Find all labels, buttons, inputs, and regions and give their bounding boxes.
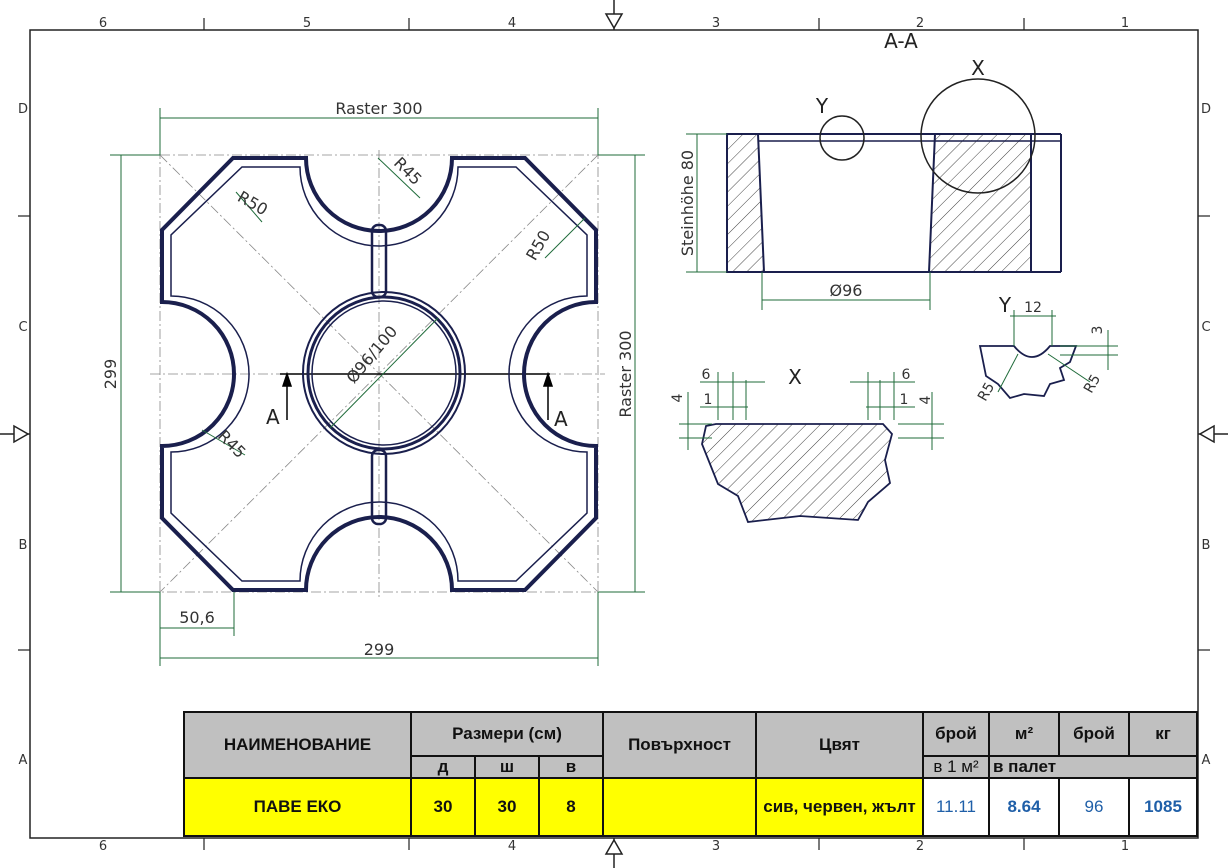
zone-col-1-bottom: 1 bbox=[1121, 839, 1129, 854]
zone-col-1: 1 bbox=[1121, 16, 1129, 31]
dim-width: 299 bbox=[364, 640, 395, 659]
zone-col-6: 6 bbox=[99, 16, 107, 31]
zone-row-d-right: D bbox=[1201, 102, 1211, 117]
center-hole bbox=[302, 291, 466, 455]
dim-hole-dia: Ø96/100 bbox=[342, 322, 401, 387]
header-kg: кг bbox=[1128, 711, 1198, 757]
plan-view: A A Raster 300 299 Raster 300 299 50,6 R… bbox=[101, 99, 645, 666]
row-kg: 1085 bbox=[1128, 777, 1198, 837]
header-sizes: Размери (см) bbox=[410, 711, 604, 757]
section-title: A-A bbox=[884, 29, 918, 53]
zone-row-c-right: C bbox=[1201, 320, 1210, 335]
zone-row-a: A bbox=[19, 753, 28, 768]
cut-label-left: A bbox=[266, 405, 280, 429]
product-table: НАИМЕНОВАНИЕ Размери (см) Повърхност Цвя… bbox=[183, 711, 1198, 837]
dim-raster-top: Raster 300 bbox=[335, 99, 422, 118]
section-y-label: Y bbox=[815, 94, 829, 118]
header-name: НАИМЕНОВАНИЕ bbox=[183, 711, 412, 779]
detail-y-label: Y bbox=[998, 293, 1012, 317]
row-name: ПАВЕ ЕКО bbox=[183, 777, 412, 837]
zone-col-2: 2 bbox=[916, 16, 924, 31]
row-surface bbox=[602, 777, 757, 837]
section-a-a: A-A Y X Steinhöhe 80 Ø96 bbox=[678, 29, 1062, 310]
header-per-m2: в 1 м² bbox=[922, 755, 990, 779]
detail-x-d4-left: 4 bbox=[670, 393, 686, 402]
header-pallet-count: брой bbox=[1058, 711, 1130, 757]
row-sh: 30 bbox=[474, 777, 540, 837]
detail-x-d6-right: 6 bbox=[902, 367, 911, 383]
cut-label-right: A bbox=[554, 407, 568, 431]
zone-ticks bbox=[18, 18, 1210, 850]
zone-col-5: 5 bbox=[303, 16, 311, 31]
zone-row-c: C bbox=[18, 320, 27, 335]
detail-y-d12: 12 bbox=[1024, 300, 1042, 316]
dim-r45-left: R45 bbox=[214, 426, 250, 462]
zone-col-2-bottom: 2 bbox=[916, 839, 924, 854]
dim-height: 299 bbox=[101, 359, 120, 390]
header-surface: Повърхност bbox=[602, 711, 757, 779]
header-color: Цвят bbox=[755, 711, 924, 779]
detail-x-label: X bbox=[788, 365, 802, 389]
detail-y-r5-left: R5 bbox=[975, 380, 998, 404]
row-count: 96 bbox=[1058, 777, 1130, 837]
cut-arrow-right bbox=[542, 371, 554, 420]
header-m2: м² bbox=[988, 711, 1060, 757]
zone-labels: 6 5 4 3 2 1 6 4 3 2 1 D C B A D C B A bbox=[18, 16, 1211, 854]
header-size-sh: ш bbox=[474, 755, 540, 779]
section-diameter: Ø96 bbox=[830, 281, 863, 300]
zone-row-a-right: A bbox=[1202, 753, 1211, 768]
dim-r50-right: R50 bbox=[522, 227, 554, 264]
detail-x-d6-left: 6 bbox=[702, 367, 711, 383]
section-x-label: X bbox=[971, 56, 985, 80]
zone-row-d: D bbox=[18, 102, 28, 117]
dim-r50-left: R50 bbox=[234, 187, 271, 219]
dim-raster-right: Raster 300 bbox=[616, 330, 635, 417]
zone-col-4-bottom: 4 bbox=[508, 839, 516, 854]
zone-col-3: 3 bbox=[712, 16, 720, 31]
zone-col-3-bottom: 3 bbox=[712, 839, 720, 854]
detail-x-d1-right: 1 bbox=[900, 392, 909, 408]
detail-x: X 6 1 4 6 1 4 bbox=[670, 365, 944, 523]
zone-row-b: B bbox=[19, 538, 28, 553]
detail-y: Y 12 3 R5 R5 bbox=[975, 293, 1118, 404]
detail-circle-y bbox=[819, 115, 865, 161]
zone-col-4: 4 bbox=[508, 16, 516, 31]
detail-circle-x bbox=[920, 78, 1036, 194]
zone-row-b-right: B bbox=[1202, 538, 1211, 553]
header-size-d: д bbox=[410, 755, 476, 779]
row-v: 8 bbox=[538, 777, 604, 837]
row-d: 30 bbox=[410, 777, 476, 837]
paver-outline bbox=[160, 156, 598, 592]
dim-offset: 50,6 bbox=[179, 608, 215, 627]
detail-y-d3: 3 bbox=[1090, 326, 1106, 335]
row-color: сив, червен, жълт bbox=[755, 777, 924, 837]
detail-x-d1-left: 1 bbox=[704, 392, 713, 408]
section-height: Steinhöhe 80 bbox=[678, 150, 697, 256]
header-per-pallet: в палет bbox=[988, 755, 1198, 779]
cut-arrow-left bbox=[281, 371, 293, 420]
header-size-v: в bbox=[538, 755, 604, 779]
detail-y-r5-right: R5 bbox=[1081, 372, 1104, 396]
zone-col-6-bottom: 6 bbox=[99, 839, 107, 854]
row-per-m2: 11.11 bbox=[922, 777, 990, 837]
detail-x-d4-right: 4 bbox=[918, 395, 934, 404]
dim-r45-top: R45 bbox=[390, 153, 426, 189]
header-count-m2: брой bbox=[922, 711, 990, 757]
row-m2: 8.64 bbox=[988, 777, 1060, 837]
